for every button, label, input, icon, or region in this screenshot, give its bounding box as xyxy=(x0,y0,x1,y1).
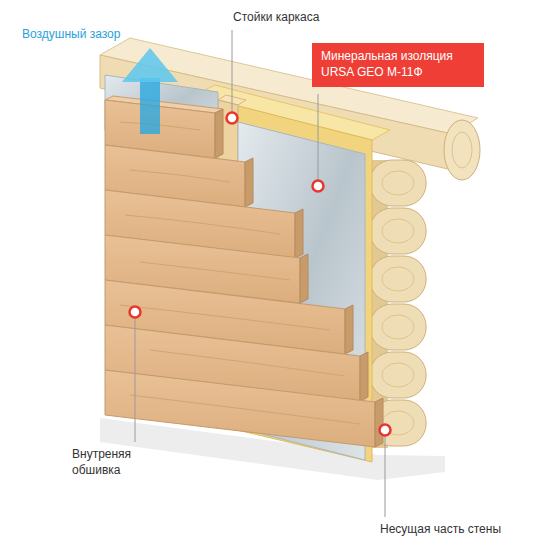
log-ring xyxy=(382,315,414,339)
callout-box: Минеральная изоляция URSA GEO M-11Ф xyxy=(312,43,484,87)
log-ring xyxy=(382,171,414,195)
callout-dot xyxy=(227,113,238,124)
arrow-shaft xyxy=(140,78,160,134)
log-column xyxy=(370,160,426,446)
log-end xyxy=(370,160,426,206)
log-end xyxy=(370,352,426,398)
arrow-head xyxy=(122,48,178,82)
top-beam-end xyxy=(444,120,480,180)
callout-dot xyxy=(380,425,391,436)
board-edge xyxy=(215,109,223,158)
log-end xyxy=(370,304,426,350)
board-edge xyxy=(375,398,383,447)
callout-text: Минеральная изоляция URSA GEO M-11Ф xyxy=(321,49,475,80)
part-label: Несущая часть стены xyxy=(380,522,501,538)
air-flow-arrow xyxy=(122,48,178,134)
leader-line xyxy=(318,94,319,180)
top-beam-ring xyxy=(452,132,472,168)
callout-dot xyxy=(130,307,141,318)
board-edge xyxy=(295,209,303,258)
callout-dot xyxy=(313,181,324,192)
part-label: Внутреняя обшивка xyxy=(72,447,154,478)
inner-cladding xyxy=(105,96,383,447)
log-end xyxy=(370,256,426,302)
board-edge xyxy=(300,254,308,303)
leader-line xyxy=(232,30,233,112)
board-edge xyxy=(360,352,368,401)
board-edge xyxy=(245,158,253,207)
wood-grain xyxy=(120,122,360,424)
log-end xyxy=(370,208,426,254)
board-edge xyxy=(345,305,353,354)
log-ring xyxy=(382,267,414,291)
leader-line xyxy=(135,318,136,442)
part-label: Воздушный зазор xyxy=(22,27,120,43)
log-ring xyxy=(382,363,414,387)
leader-line xyxy=(385,436,386,517)
part-label: Стойки каркаса xyxy=(233,10,319,26)
log-ring xyxy=(382,219,414,243)
